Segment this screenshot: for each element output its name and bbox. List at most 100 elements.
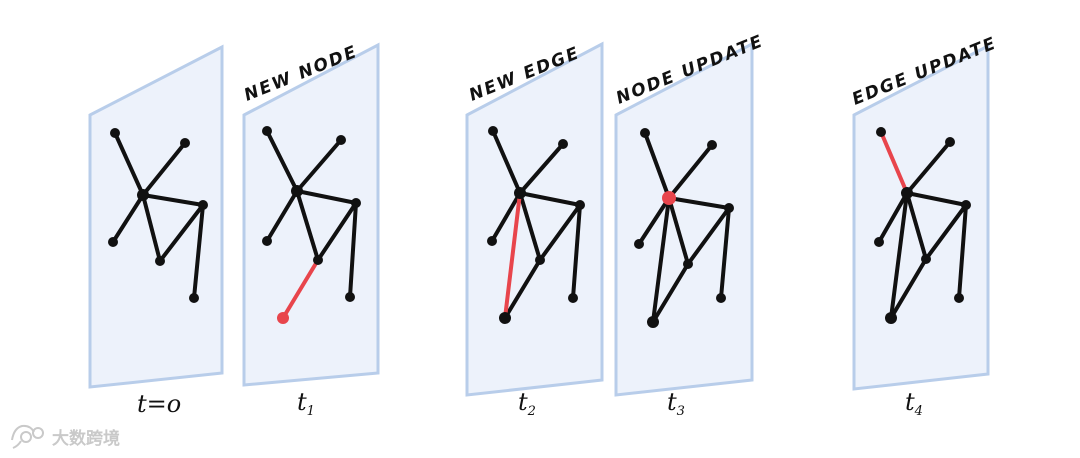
- hub-node: [901, 187, 913, 199]
- graph-edge: [265, 189, 299, 243]
- graph-edge: [905, 140, 952, 195]
- frame-t0-panel: [88, 44, 224, 389]
- graph-edge: [158, 203, 205, 263]
- graph-edge: [141, 193, 205, 207]
- graph-node: [155, 256, 165, 266]
- frame-t2-time-label: t2: [518, 388, 536, 419]
- graph-edge: [490, 191, 522, 243]
- graph-edge: [643, 131, 671, 200]
- graph-edge: [141, 141, 187, 197]
- graph-node: [499, 312, 511, 324]
- graph-edge: [667, 196, 731, 210]
- frame-t3: NODE UPDATE t3: [613, 31, 766, 419]
- frame-t3-time-label: t3: [667, 388, 685, 419]
- new-edge: [503, 191, 522, 320]
- graph-node: [885, 312, 897, 324]
- graph-edge: [518, 191, 542, 262]
- graph-node: [189, 293, 199, 303]
- graph-node: [874, 237, 884, 247]
- graph-node: [647, 316, 659, 328]
- graph-edge: [295, 189, 358, 205]
- graph-edge: [348, 201, 358, 299]
- graph-edge: [265, 129, 299, 193]
- graph-edge: [518, 191, 582, 207]
- watermark: 大数跨境: [11, 424, 120, 449]
- graph-edge: [113, 131, 145, 197]
- hub-node: [291, 185, 303, 197]
- graph-node: [262, 236, 272, 246]
- graph-edge: [905, 191, 928, 261]
- graph-node: [724, 203, 734, 213]
- graph-node: [568, 293, 578, 303]
- graph-edge: [957, 203, 968, 300]
- watermark-text: 大数跨境: [52, 428, 120, 449]
- graph-edge: [637, 196, 671, 246]
- graph-node: [345, 292, 355, 302]
- frame-t4-panel: [852, 43, 990, 391]
- graph-node: [921, 254, 931, 264]
- graph-edge: [295, 138, 343, 193]
- graph-node: [488, 126, 498, 136]
- hub-node: [137, 189, 149, 201]
- frame-t1-time-label: t1: [297, 388, 315, 419]
- graph-edge: [889, 191, 909, 320]
- graph-edge: [667, 196, 690, 266]
- frame-t1-panel: [242, 42, 380, 387]
- graph-edge: [295, 189, 320, 262]
- graph-node: [575, 200, 585, 210]
- updated-edge: [879, 130, 909, 195]
- graph-node: [961, 200, 971, 210]
- graph-edge: [141, 193, 162, 263]
- graph-node: [683, 259, 693, 269]
- graph-edge: [538, 203, 582, 262]
- frame-t4-graph: [874, 127, 971, 324]
- graph-edge: [316, 201, 358, 262]
- frame-t2-panel: [465, 41, 604, 397]
- graph-node: [110, 128, 120, 138]
- graph-node: [198, 200, 208, 210]
- graph-node: [262, 126, 272, 136]
- frame-t3-graph: [634, 128, 734, 328]
- graph-node: [558, 139, 568, 149]
- hub-node: [662, 191, 676, 205]
- graph-edge: [686, 206, 731, 266]
- frame-t0: t=o: [88, 44, 224, 418]
- graph-edge: [651, 196, 671, 324]
- graph-edge: [719, 206, 731, 300]
- graph-node: [634, 239, 644, 249]
- new-node: [277, 312, 289, 324]
- graph-edge: [192, 203, 205, 300]
- frame-t1-graph: [262, 126, 361, 324]
- graph-edge: [571, 203, 582, 300]
- eye-logo-icon: [11, 424, 44, 449]
- graph-edge: [924, 203, 968, 261]
- graph-edge: [667, 143, 714, 200]
- frame-t4: EDGE UPDATE t4: [849, 33, 1000, 419]
- graph-node: [336, 135, 346, 145]
- hub-node: [514, 187, 526, 199]
- graph-node: [351, 198, 361, 208]
- graph-edge: [491, 129, 522, 195]
- graph-edge: [111, 193, 145, 244]
- graph-node: [640, 128, 650, 138]
- graph-node: [716, 293, 726, 303]
- graph-node: [108, 237, 118, 247]
- graph-node: [313, 255, 323, 265]
- graph-edge: [905, 191, 968, 207]
- graph-edge: [518, 142, 565, 195]
- frame-t3-panel: [614, 41, 754, 397]
- graph-node: [876, 127, 886, 137]
- graph-edge: [889, 257, 928, 320]
- graph-edge: [503, 258, 542, 320]
- graph-node: [535, 255, 545, 265]
- graph-node: [487, 236, 497, 246]
- new-node-edge: [281, 258, 320, 320]
- graph-node: [707, 140, 717, 150]
- graph-edge: [651, 262, 690, 324]
- graph-node: [945, 137, 955, 147]
- frame-t2: NEW EDGE t2: [465, 41, 604, 419]
- frame-t1: NEW NODE t1: [241, 42, 380, 419]
- graph-node: [180, 138, 190, 148]
- frame-t0-graph: [108, 128, 208, 303]
